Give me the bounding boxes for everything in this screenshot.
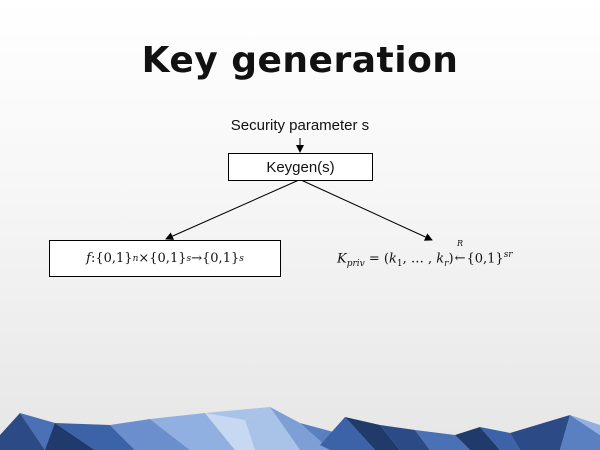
mountain-decoration	[0, 407, 600, 450]
left-arrow: ←	[454, 251, 466, 267]
security-parameter-label: Security parameter s	[230, 117, 370, 134]
f-arrow: →	[191, 251, 203, 266]
random-label: R	[457, 239, 464, 249]
f-symbol: f	[86, 251, 91, 266]
f-exp-3: s	[239, 253, 244, 264]
kpriv-subscript: priv	[346, 258, 365, 269]
keygen-box: Keygen(s)	[228, 153, 373, 181]
f-exp-2: s	[186, 253, 192, 264]
kpriv-set: {0,1}	[466, 251, 504, 267]
f-set-3: {0,1}	[202, 251, 240, 266]
kpriv-equals: = (	[364, 251, 389, 267]
arrow-keygen-to-f	[165, 179, 300, 240]
k1-subscript: 1	[396, 258, 403, 269]
diagram-arrows	[165, 138, 433, 241]
private-key-expression: Kpriv = (k1, … , kr)R←{0,1}sr	[337, 239, 537, 269]
f-set-1: {0,1}	[95, 251, 133, 266]
f-times: ×	[138, 251, 150, 266]
function-box: f: {0,1}n × {0,1}s → {0,1}s	[49, 240, 281, 277]
kpriv-close: )	[448, 251, 454, 267]
f-colon: :	[90, 251, 96, 266]
kpriv-dots: , … ,	[402, 251, 437, 267]
f-set-2: {0,1}	[149, 251, 187, 266]
arrow-keygen-to-kpriv	[300, 179, 433, 241]
slide-title: Key generation	[141, 40, 459, 81]
kpriv-set-exp: sr	[503, 250, 513, 260]
random-assign-arrow: R←	[454, 239, 466, 267]
f-exp-1: n	[132, 253, 139, 264]
kr-subscript: r	[444, 258, 449, 269]
k1-symbol: k	[388, 251, 397, 267]
kpriv-symbol: K	[337, 251, 347, 267]
kr-symbol: k	[436, 251, 445, 267]
